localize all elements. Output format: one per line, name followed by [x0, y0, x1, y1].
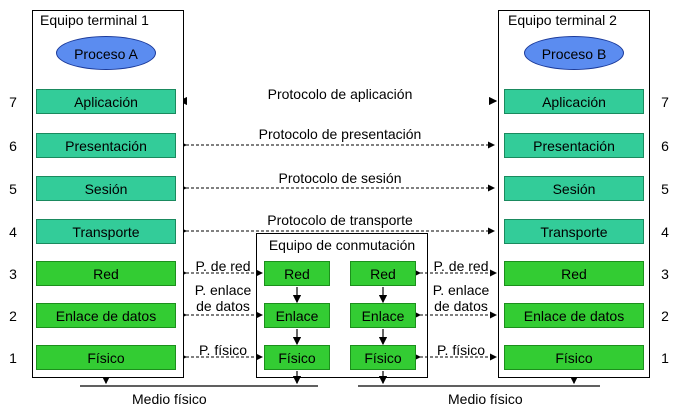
peer-network-label-left: P. de red	[195, 258, 251, 274]
layer-number-2-right: 2	[661, 308, 669, 324]
switching-title: Equipo de conmutación	[268, 237, 416, 253]
t2-layer-datalink: Enlace de datos	[504, 303, 644, 328]
peer-network-label-right: P. de red	[433, 258, 489, 274]
sw-a-layer-link: Enlace	[264, 303, 330, 328]
t2-layer-physical: Físico	[504, 345, 644, 370]
medium-label-right: Medio físico	[448, 391, 523, 407]
layer-number-5-right: 5	[661, 181, 669, 197]
t1-layer-network: Red	[36, 261, 176, 286]
medium-label-left: Medio físico	[132, 391, 207, 407]
layer-number-2-left: 2	[9, 308, 17, 324]
t2-layer-transport: Transporte	[504, 219, 644, 244]
session-protocol-label: Protocolo de sesión	[278, 170, 402, 186]
peer-physical-label-right: P. físico	[437, 342, 485, 358]
layer-number-7-left: 7	[9, 94, 17, 110]
terminal2-title: Equipo terminal 2	[508, 12, 617, 28]
t1-layer-application: Aplicación	[36, 89, 176, 114]
peer-link-label-right-2: de datos	[434, 298, 488, 314]
t1-layer-physical: Físico	[36, 345, 176, 370]
t2-layer-application: Aplicación	[504, 89, 644, 114]
layer-number-4-left: 4	[9, 224, 17, 240]
sw-a-layer-network: Red	[264, 261, 330, 286]
layer-number-3-left: 3	[9, 266, 17, 282]
peer-link-label-left-2: de datos	[196, 298, 250, 314]
layer-number-4-right: 4	[661, 224, 669, 240]
sw-a-layer-physical: Físico	[264, 345, 330, 370]
peer-link-label-right-1: P. enlace	[432, 282, 490, 298]
sw-b-layer-physical: Físico	[350, 345, 416, 370]
presentation-protocol-label: Protocolo de presentación	[258, 126, 422, 142]
t2-layer-network: Red	[504, 261, 644, 286]
layer-number-1-left: 1	[9, 350, 17, 366]
process-a-ellipse: Proceso A	[56, 36, 156, 70]
t1-layer-session: Sesión	[36, 176, 176, 201]
switching-frame	[256, 233, 428, 378]
sw-b-layer-link: Enlace	[350, 303, 416, 328]
transport-protocol-label: Protocolo de transporte	[267, 212, 413, 228]
t1-layer-transport: Transporte	[36, 219, 176, 244]
terminal1-title: Equipo terminal 1	[40, 12, 149, 28]
layer-number-3-right: 3	[661, 266, 669, 282]
application-protocol-label: Protocolo de aplicación	[267, 86, 413, 102]
t2-layer-session: Sesión	[504, 176, 644, 201]
layer-number-6-right: 6	[661, 138, 669, 154]
peer-physical-label-left: P. físico	[199, 342, 247, 358]
t2-layer-presentation: Presentación	[504, 133, 644, 158]
layer-number-6-left: 6	[9, 138, 17, 154]
layer-number-7-right: 7	[661, 94, 669, 110]
sw-b-layer-network: Red	[350, 261, 416, 286]
layer-number-5-left: 5	[9, 181, 17, 197]
peer-link-label-left-1: P. enlace	[194, 282, 252, 298]
t1-layer-presentation: Presentación	[36, 133, 176, 158]
t1-layer-datalink: Enlace de datos	[36, 303, 176, 328]
process-b-ellipse: Proceso B	[524, 36, 624, 70]
layer-number-1-right: 1	[661, 350, 669, 366]
